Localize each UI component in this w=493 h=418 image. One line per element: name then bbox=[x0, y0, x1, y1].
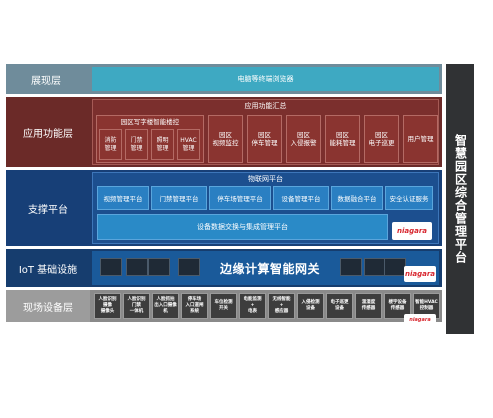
field-device: 无线智能 + 感应器 bbox=[268, 293, 295, 319]
field-device: 车位检测 开关 bbox=[210, 293, 237, 319]
building-control-item: 门禁 管理 bbox=[125, 129, 148, 160]
building-control-title: 园区写字楼智能楼控 bbox=[120, 118, 180, 126]
field-layer-label: 现场设备层 bbox=[6, 290, 90, 322]
application-module: 园区 能耗管理 bbox=[325, 115, 360, 163]
gateway-device-icon bbox=[384, 258, 406, 276]
field-device: 人脸抓拍 出入口摄像 机 bbox=[152, 293, 179, 319]
gateway-device-icon bbox=[126, 258, 148, 276]
support-module: 门禁管理平台 bbox=[151, 186, 207, 210]
application-layer-label: 应用功能层 bbox=[23, 128, 73, 140]
gateway-device-icon bbox=[100, 258, 122, 276]
iot-layer-label: IoT 基础设施 bbox=[18, 264, 78, 276]
field-device: 电能监测 + 电表 bbox=[239, 293, 266, 319]
application-module: 园区 电子巡更 bbox=[364, 115, 399, 163]
device-data-exchange-platform: 设备数据交换与集成管理平台 bbox=[97, 214, 388, 240]
gateway-device-icon bbox=[178, 258, 200, 276]
niagara-logo-field: niagara bbox=[404, 314, 436, 325]
field-device: 入侵检测 设备 bbox=[297, 293, 324, 319]
field-device: 人脸识别 摄像 摄像头 bbox=[94, 293, 121, 319]
edge-gateway-label: 边缘计算智能网关 bbox=[219, 261, 320, 276]
application-module: 园区 停车管理 bbox=[247, 115, 282, 163]
niagara-logo-text: niagara bbox=[409, 316, 431, 323]
platform-title: 智慧园区综合管理平台 bbox=[453, 134, 468, 264]
field-device: 楼宇设备 传感器 bbox=[384, 293, 411, 319]
field-device: 温湿度 传感器 bbox=[355, 293, 382, 319]
application-title: 应用功能汇总 bbox=[244, 102, 287, 110]
niagara-logo-iot: niagara bbox=[404, 266, 436, 282]
gateway-device-icon bbox=[148, 258, 170, 276]
building-control-item: 消防 管理 bbox=[99, 129, 122, 160]
platform-title-sidebar: 智慧园区综合管理平台 bbox=[446, 64, 474, 334]
gateway-device-icon bbox=[364, 258, 386, 276]
building-control-item: HVAC 管理 bbox=[177, 129, 200, 160]
support-layer-label: 支撑平台 bbox=[28, 204, 68, 216]
application-module: 园区 入侵报警 bbox=[286, 115, 321, 163]
field-device: 停车场 入口道闸 系统 bbox=[181, 293, 208, 319]
field-device: 电子巡更 设备 bbox=[326, 293, 353, 319]
display-layer-label: 展现层 bbox=[31, 75, 61, 87]
support-module: 停车场管理平台 bbox=[209, 186, 271, 210]
iot-platform-title: 物联网平台 bbox=[248, 174, 283, 183]
niagara-logo-support: niagara bbox=[392, 222, 432, 240]
support-module: 数据融合平台 bbox=[331, 186, 383, 210]
gateway-device-icon bbox=[340, 258, 362, 276]
niagara-logo-text: niagara bbox=[396, 227, 428, 235]
display-terminal-bar: 电脑等终端浏览器 bbox=[92, 67, 439, 91]
support-module: 设备管理平台 bbox=[273, 186, 329, 210]
niagara-logo-text: niagara bbox=[404, 270, 436, 278]
field-device: 人脸识别 门禁 一体机 bbox=[123, 293, 150, 319]
support-module: 安全认证服务 bbox=[385, 186, 433, 210]
building-control-item: 照明 管理 bbox=[151, 129, 174, 160]
application-module: 用户管理 bbox=[403, 115, 438, 163]
application-module: 园区 视频监控 bbox=[208, 115, 243, 163]
support-module: 视频管理平台 bbox=[97, 186, 149, 210]
